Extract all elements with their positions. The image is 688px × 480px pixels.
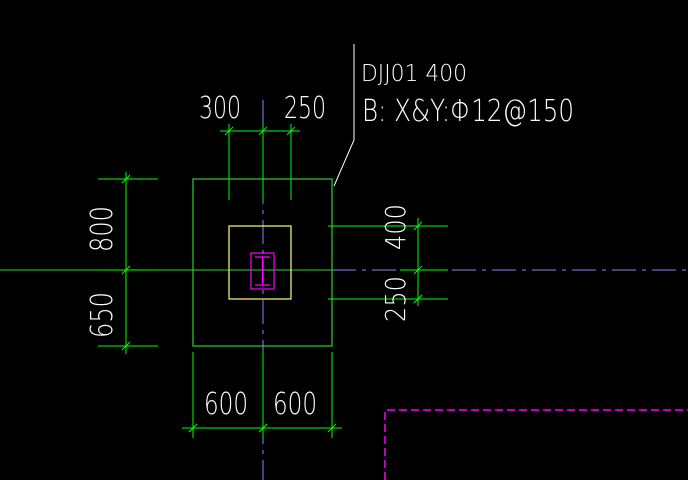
right-tick-bottom xyxy=(413,294,423,304)
steel-section-box xyxy=(250,252,275,290)
bottom-tick-right xyxy=(327,423,337,433)
dim-text-left-lower: 650 xyxy=(85,292,120,338)
right-tick-mid xyxy=(413,265,423,275)
dim-text-top-right: 250 xyxy=(284,91,326,126)
magenta-boundary xyxy=(384,409,688,480)
bottom-tick-left xyxy=(188,423,198,433)
foundation-label-id: DJJ01 400 xyxy=(361,61,467,87)
left-tick-top xyxy=(121,174,131,184)
bottom-dimension xyxy=(182,352,342,438)
top-tick-right xyxy=(286,126,296,136)
top-tick-mid xyxy=(258,126,268,136)
column-outline xyxy=(228,225,292,300)
dim-text-left-upper: 800 xyxy=(85,206,120,252)
left-dimension xyxy=(98,172,158,354)
label-leader xyxy=(333,44,355,187)
left-tick-bottom xyxy=(121,341,131,351)
right-dimension xyxy=(328,218,448,306)
right-tick-top xyxy=(413,221,423,231)
dim-text-right-lower: 250 xyxy=(379,276,412,322)
i-beam-icon xyxy=(255,256,270,286)
dim-text-bottom-right: 600 xyxy=(273,387,317,422)
top-tick-left xyxy=(224,126,234,136)
dim-text-right-upper: 400 xyxy=(379,204,412,250)
dim-text-top-left: 300 xyxy=(199,91,241,126)
steel-section xyxy=(250,252,275,290)
top-dimension xyxy=(220,124,300,200)
foundation-label-rebar: B: X&Y:Φ12@150 xyxy=(362,94,574,129)
left-tick-mid xyxy=(121,265,131,275)
axis-lines xyxy=(0,100,688,480)
bottom-tick-mid xyxy=(258,423,268,433)
dim-text-bottom-left: 600 xyxy=(204,387,248,422)
